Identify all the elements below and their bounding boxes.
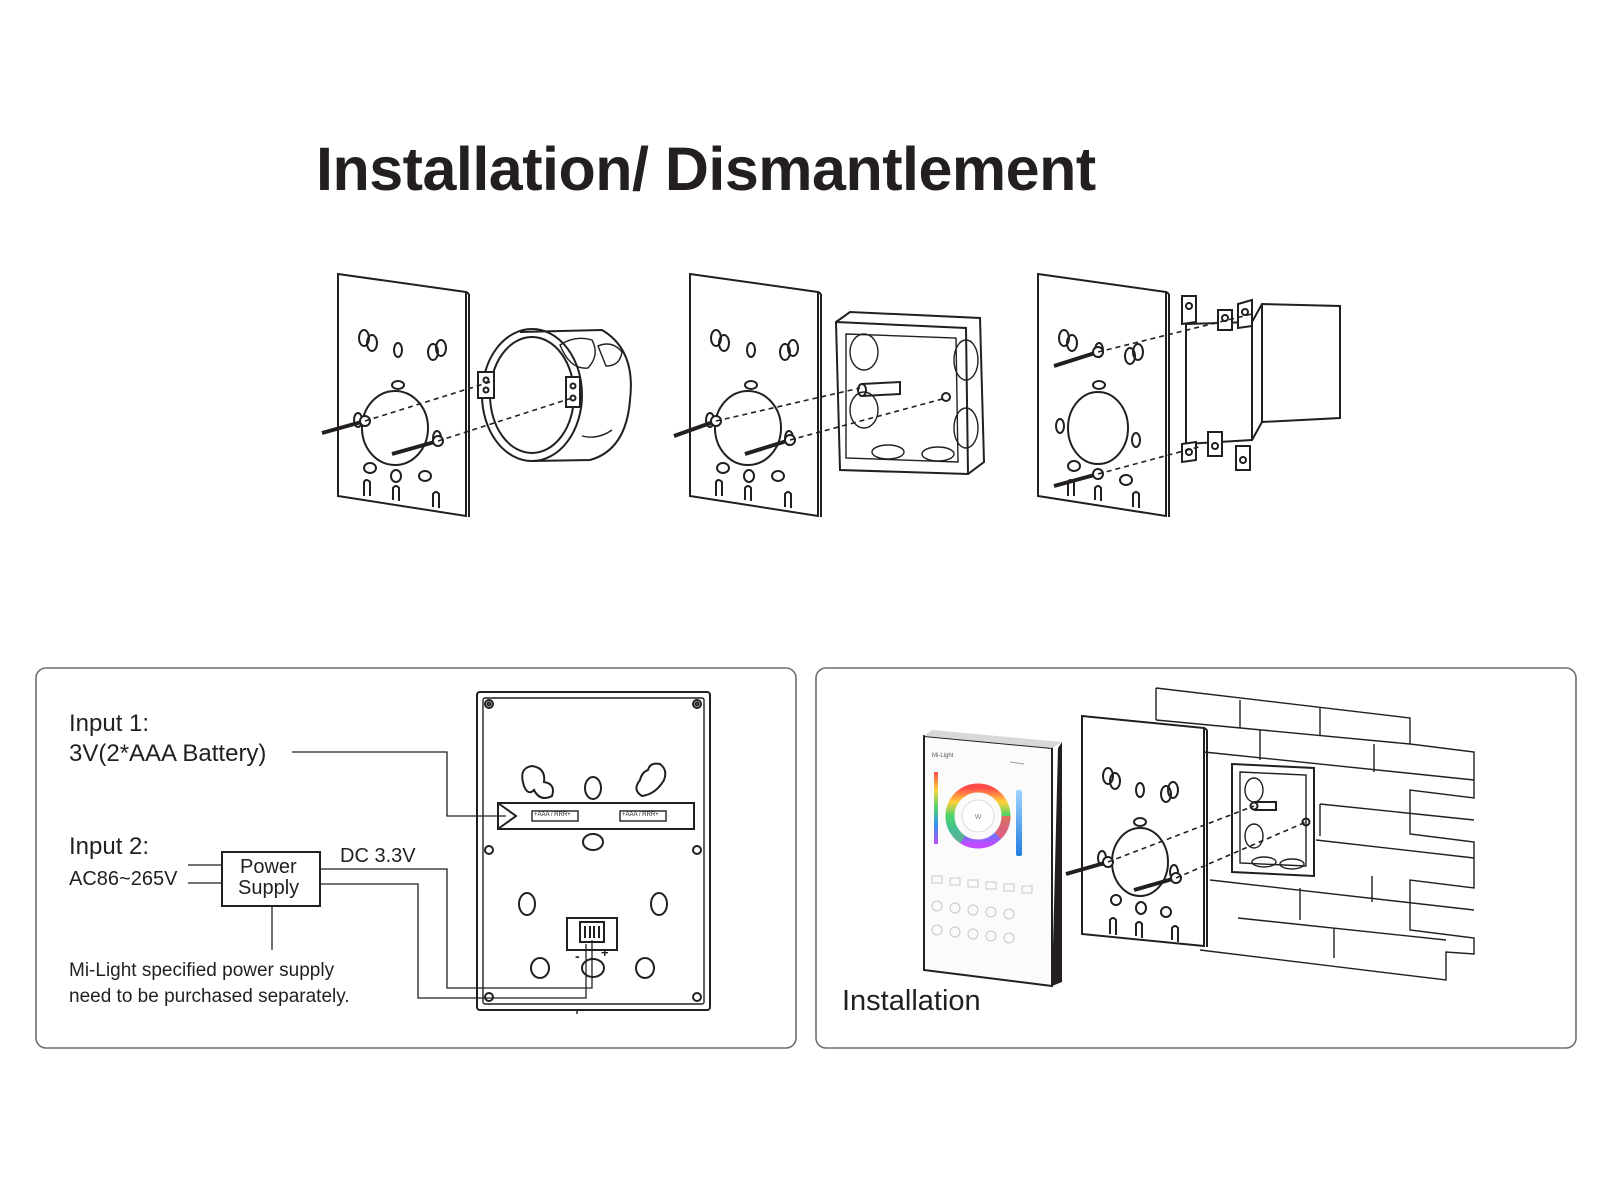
mounting-plate-round-box [321,272,632,518]
power-supply-note-line2: need to be purchased separately. [69,986,350,1007]
mounting-plate-gang-box [1037,272,1341,518]
device-brand: Mi-Light [932,753,954,759]
touch-panel-device: Mi-Light W [923,730,1062,988]
wheel-center-label: W [975,814,982,821]
input2-heading: Input 2: [69,833,150,860]
terminal-plus-label: + [601,945,609,960]
back-plate [1037,272,1167,518]
wiring-lines [188,751,593,999]
terminal-minus-label: - [575,948,580,964]
input1-heading: Input 1: [69,710,150,737]
ac-range-label: AC86~265V [69,868,178,890]
installation-caption: Installation [842,985,981,1017]
input1-value: 3V(2*AAA Battery) [69,740,267,767]
wiring-panel [35,667,797,1049]
brick-wall [1155,687,1475,981]
battery-label-2: +AAA / RRR+ [622,812,659,818]
power-supply-label-line1: Power [240,856,297,878]
page-title: Installation/ Dismantlement [316,135,1096,203]
power-supply-note-line1: Mi-Light specified power supply [69,960,335,981]
power-supply-label-line2: Supply [238,877,300,899]
mounting-plate [1065,714,1307,948]
power-supply-box [221,851,321,907]
mounting-plate-square-box [673,272,986,518]
spectrum-slider [934,772,938,844]
battery-label-1: +AAA / RRR+ [534,812,571,818]
dc-output-label: DC 3.3V [340,845,416,867]
brightness-slider [1016,790,1022,856]
